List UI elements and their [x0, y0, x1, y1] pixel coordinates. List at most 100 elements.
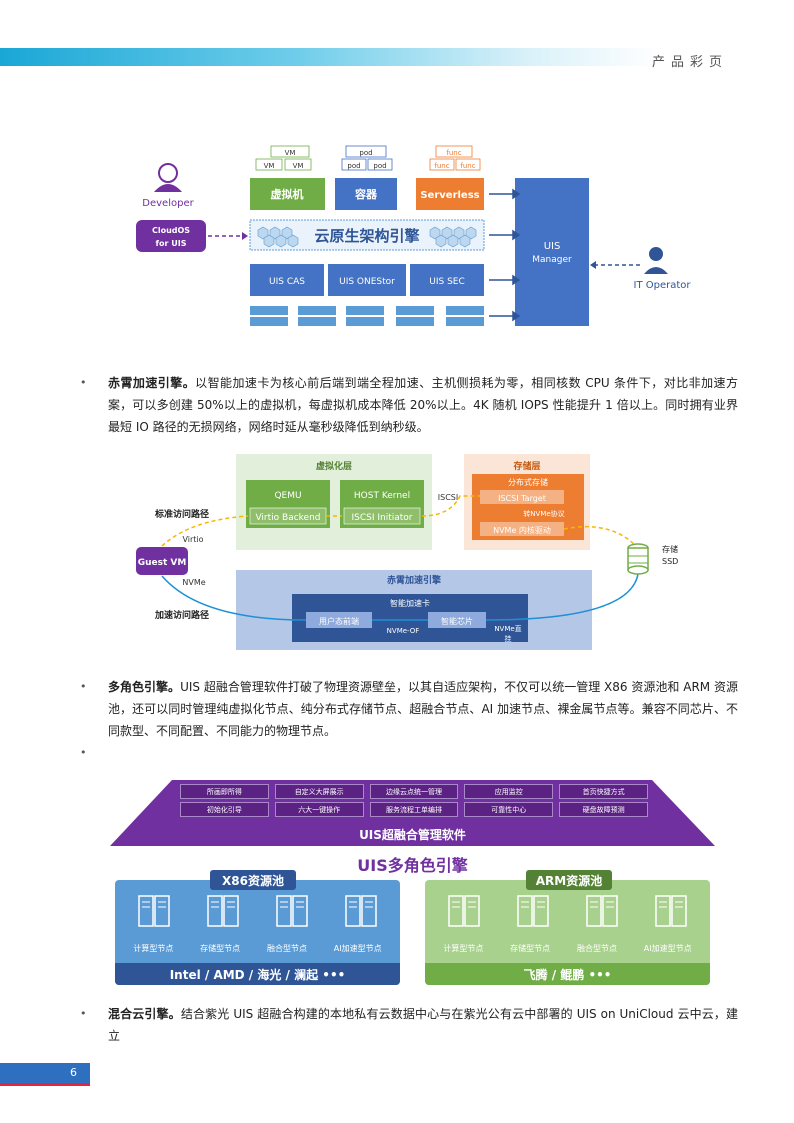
std-path-label: 标准访问路径 [154, 508, 209, 520]
nvme-direct-label-1: NVMe直 [494, 624, 521, 633]
smart-card-label: 智能加速卡 [390, 598, 430, 608]
paragraph-chixiao-title: 赤霄加速引擎。 [108, 376, 196, 390]
feature-cell: 首页快捷方式 [559, 784, 648, 799]
guest-vm-box [136, 547, 188, 575]
x86-vendors: Intel / AMD / 海光 / 澜起 ••• [115, 963, 400, 985]
guest-vm-label: Guest VM [138, 558, 187, 568]
manager-arrows [489, 188, 521, 322]
x86-node-label: 计算型节点 [133, 944, 174, 953]
bullet-dot-empty: • [80, 746, 87, 759]
feature-cell: 服务流程工单编排 [369, 802, 459, 817]
server-icon [654, 895, 687, 927]
virtio-backend-label: Virtio Backend [255, 513, 320, 523]
pod-labels: pod pod pod [341, 145, 393, 171]
virt-box [250, 178, 325, 210]
x86-node-label: AI加速型节点 [333, 944, 382, 953]
nvme-of-label: NVMe-OF [387, 627, 420, 635]
arm-node-labels: 计算型节点 存储型节点 融合型节点 AI加速型节点 [430, 943, 705, 954]
server-icon [207, 895, 239, 927]
vm-a-label: VM [264, 162, 275, 170]
arm-vendors: 飞腾 / 鲲鹏 ••• [425, 963, 710, 985]
cloudos-line1: CloudOS [152, 226, 190, 235]
func-a-label: func [434, 162, 449, 170]
onestor-box [328, 264, 406, 296]
server-icon [448, 895, 481, 927]
iscsi-initiator-label: ISCSI Initiator [351, 513, 412, 523]
page-header-title: 产品彩页 [651, 55, 728, 70]
manager-line1: UIS [544, 241, 561, 252]
feature-cell: 硬盘故障预测 [559, 802, 648, 817]
arm-node-label: 融合型节点 [576, 944, 617, 953]
smart-chip-label: 智能芯片 [441, 616, 473, 626]
cas-box [250, 264, 324, 296]
server-icon [517, 895, 549, 927]
virt-label: 虚拟机 [271, 187, 304, 201]
container-label: 容器 [354, 187, 378, 201]
developer-label: Developer [142, 198, 194, 209]
vm-labels: VM VM VM [255, 145, 312, 171]
container-box [335, 178, 397, 210]
storage-layer-label: 存储层 [513, 460, 540, 472]
feature-cell: 初始化引导 [180, 802, 269, 817]
vm-top-label: VM [285, 149, 296, 157]
mgmt-feature-grid: 所画即所得 自定义大屏展示 边缘云点统一管理 应用监控 首页快捷方式 初始化引导… [180, 784, 648, 817]
bullet-dot: • [80, 376, 87, 389]
arm-node-label: 计算型节点 [443, 944, 484, 953]
accel-path-line [161, 575, 307, 621]
cloudos-line2: for UIS [156, 239, 187, 248]
developer-icon [154, 163, 182, 192]
paragraph-hybrid-title: 混合云引擎。 [108, 1007, 181, 1021]
func-labels: func func func [429, 145, 481, 171]
server-rack-icons [250, 306, 484, 326]
page-number: 6 [70, 1066, 77, 1079]
paragraph-multirole-title: 多角色引擎。 [108, 680, 181, 694]
footer-page-tab [0, 1063, 90, 1083]
feature-cell: 所画即所得 [180, 784, 269, 799]
qemu-label: QEMU [274, 491, 301, 501]
engine-label: 云原生架构引擎 [314, 227, 419, 245]
host-kernel-label: HOST Kernel [354, 491, 410, 501]
func-b-label: func [460, 162, 475, 170]
arm-node-icons [430, 892, 705, 930]
accel-path-label: 加速访问路径 [154, 609, 209, 621]
server-icon [276, 895, 308, 927]
cloud-native-architecture-diagram: VM VM VM pod pod pod func func func 虚拟机 … [136, 145, 692, 326]
operator-label: IT Operator [634, 280, 692, 291]
uis-multirole-diagram: 所画即所得 自定义大屏展示 边缘云点统一管理 应用监控 首页快捷方式 初始化引导… [110, 780, 715, 990]
uis-manager-box [515, 178, 589, 326]
paragraph-multirole-text: UIS 超融合管理软件打破了物理资源壁垒，以其自适应架构，不仅可以统一管理 X8… [108, 680, 738, 738]
hexagon-pattern [257, 226, 477, 248]
server-icon [138, 895, 171, 927]
bullet-dot: • [80, 680, 87, 693]
paragraph-multirole: 多角色引擎。UIS 超融合管理软件打破了物理资源壁垒，以其自适应架构，不仅可以统… [108, 676, 738, 742]
virt-layer-label: 虚拟化层 [316, 460, 352, 472]
x86-pool-title: X86资源池 [210, 870, 296, 890]
storage-label-2: SSD [662, 557, 678, 566]
feature-cell: 可靠性中心 [464, 802, 554, 817]
x86-node-label: 存储型节点 [200, 944, 241, 953]
pod-b-label: pod [373, 162, 386, 170]
header-accent-bar [0, 48, 660, 66]
arm-node-label: 存储型节点 [510, 944, 551, 953]
feature-cell: 边缘云点统一管理 [369, 784, 459, 799]
x86-node-label: 融合型节点 [266, 944, 307, 953]
manager-line2: Manager [532, 255, 572, 265]
arm-node-label: AI加速型节点 [643, 944, 692, 953]
nvme-label: NVMe [182, 578, 205, 587]
standard-path-line [161, 515, 249, 547]
cas-label: UIS CAS [269, 277, 305, 287]
paragraph-chixiao: 赤霄加速引擎。以智能加速卡为核心前后端到端全程加速、主机侧损耗为零，相同核数 C… [108, 372, 738, 438]
arm-pool-title: ARM资源池 [526, 870, 612, 890]
onestor-label: UIS ONEStor [339, 277, 395, 287]
pod-top-label: pod [359, 149, 372, 157]
storage-label-1: 存储 [662, 544, 678, 554]
server-icon [344, 895, 377, 927]
iscsi-label: ISCSI [438, 493, 458, 502]
pod-a-label: pod [347, 162, 360, 170]
acceleration-path-diagram: 虚拟化层 QEMU Virtio Backend HOST Kernel ISC… [136, 454, 678, 650]
vm-b-label: VM [293, 162, 304, 170]
serverless-label: Serverless [420, 190, 479, 201]
user-frontend-label: 用户态前端 [319, 616, 359, 626]
serverless-box [416, 178, 484, 210]
sec-label: UIS SEC [429, 277, 465, 287]
